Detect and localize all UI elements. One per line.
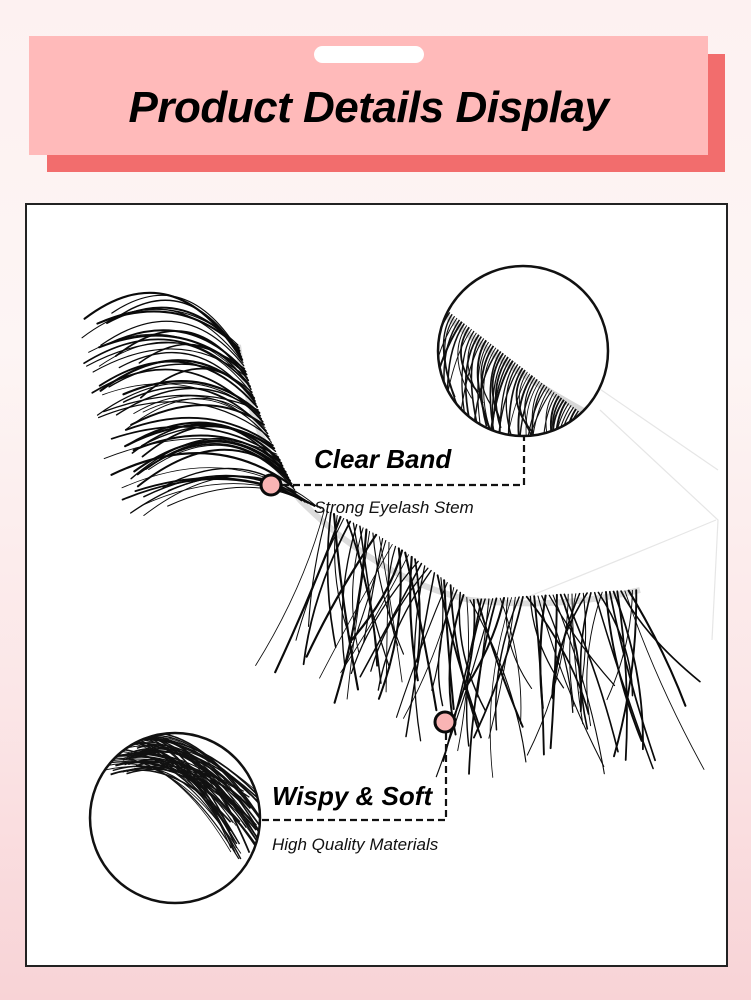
wispy-marker-dot	[433, 710, 457, 734]
callout-clear-band-subtitle: Strong Eyelash Stem	[314, 498, 474, 517]
callout-wispy-subtitle: High Quality Materials	[272, 835, 439, 854]
callout-wispy-title: Wispy & Soft	[272, 781, 433, 811]
clear-band-icon	[235, 344, 641, 607]
clear-band-marker-dot	[259, 473, 283, 497]
banner-pill-decoration	[314, 46, 424, 63]
header-banner: Product Details Display	[29, 36, 708, 155]
magnified-lash-tips-circle-icon	[88, 731, 262, 905]
callout-connector-lines	[261, 437, 526, 822]
page-title: Product Details Display	[128, 83, 609, 132]
callout-clear-band-title: Clear Band	[314, 444, 452, 474]
eyelash-strands-icon	[81, 291, 705, 778]
